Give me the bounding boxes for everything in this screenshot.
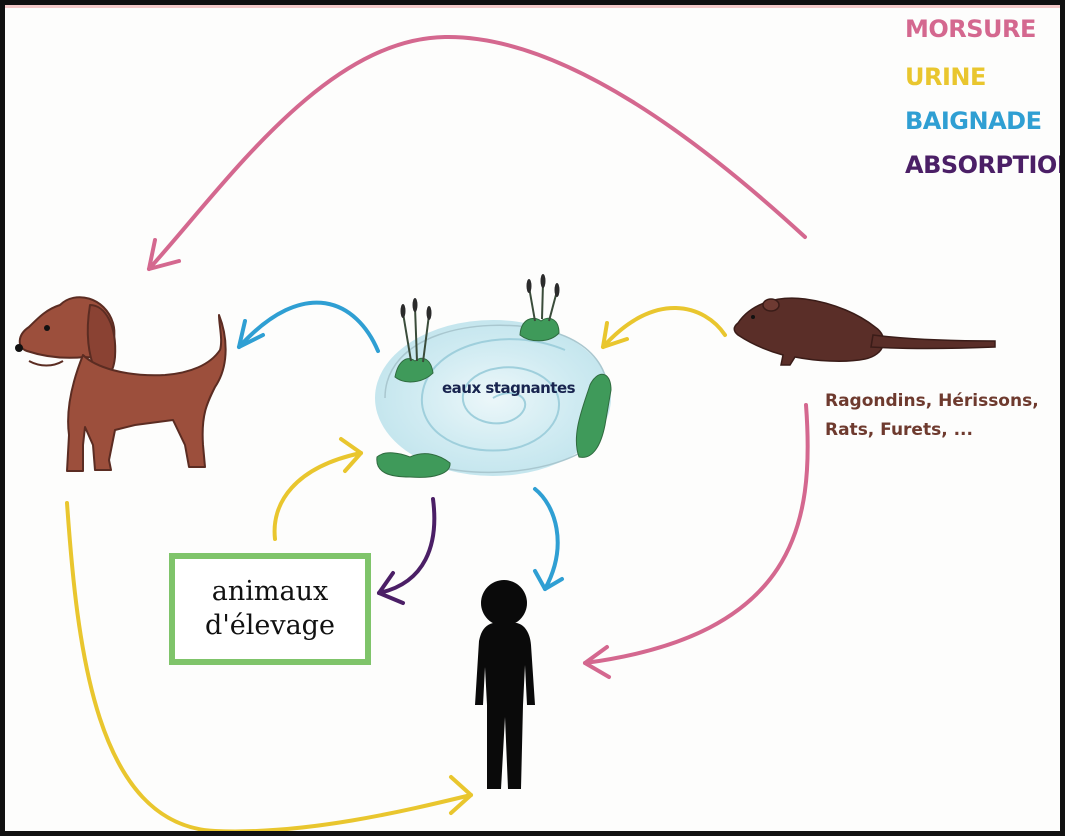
- arrow-baignade-pond-human: [535, 489, 562, 589]
- rodent-species-line-1: Ragondins, Hérissons,: [825, 387, 1055, 416]
- rodent-icon: [734, 298, 995, 365]
- pond-icon: [375, 320, 611, 476]
- reed-icon: [520, 274, 560, 341]
- legend-morsure: MORSURE: [905, 15, 1036, 43]
- human-icon: [475, 580, 535, 789]
- water-label: eaux stagnantes: [442, 379, 575, 397]
- arrow-absorption-pond-livestock: [379, 499, 434, 603]
- legend-absorption: ABSORPTION: [905, 151, 1065, 179]
- livestock-label: animaux d'élevage: [205, 575, 335, 643]
- livestock-label-line-1: animaux: [205, 575, 335, 609]
- rodent-species-line-2: Rats, Furets, ...: [825, 416, 1055, 445]
- rodent-species-label: Ragondins, Hérissons, Rats, Furets, ...: [825, 387, 1055, 445]
- arrow-urine-rodent-pond: [603, 308, 725, 347]
- arrow-morsure-rodent-dog: [149, 37, 805, 269]
- livestock-label-line-2: d'élevage: [205, 609, 335, 643]
- livestock-box: animaux d'élevage: [169, 553, 371, 665]
- arrow-morsure-rodent-human: [585, 405, 808, 677]
- arrow-baignade-pond-dog: [239, 303, 378, 351]
- arrow-urine-livestock-pond: [275, 439, 361, 539]
- legend-urine: URINE: [905, 63, 986, 91]
- legend-baignade: BAIGNADE: [905, 107, 1041, 135]
- dog-icon: [15, 297, 226, 471]
